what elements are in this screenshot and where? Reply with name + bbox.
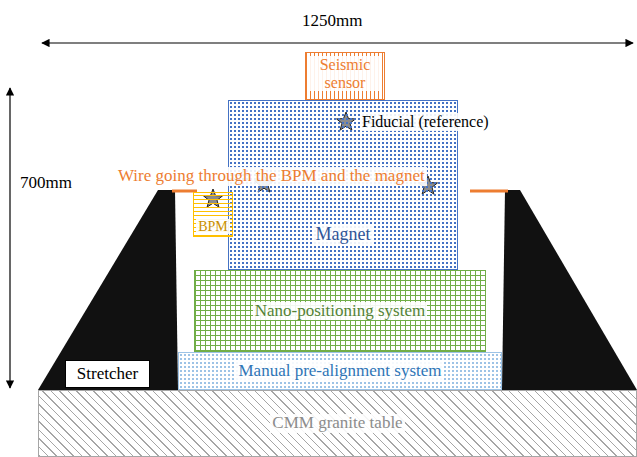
node-text: Stretcher (75, 365, 140, 384)
stretcher-label-box: Stretcher (65, 360, 150, 388)
node-text: Seismic sensor (308, 56, 382, 91)
nano-positioning-box: Nano-positioning system (194, 270, 486, 352)
width-dimension-arrow (42, 42, 633, 43)
fiducial-label: Fiducial (reference) (360, 113, 491, 131)
wire-right (470, 190, 508, 193)
node-text: Magnet (314, 225, 373, 245)
seismic-sensor-box: Seismic sensor (305, 52, 385, 100)
width-dimension: 1250mm (300, 12, 364, 31)
pre-alignment-box: Manual pre-alignment system (178, 352, 502, 390)
node-text: BPM (196, 219, 230, 234)
stretcher-left (38, 190, 178, 390)
bpm-box: BPM (193, 192, 233, 237)
height-dimension-arrow (9, 88, 10, 388)
node-text: Nano-positioning system (253, 302, 427, 321)
height-dimension: 700mm (18, 174, 74, 193)
stretcher-right (502, 190, 637, 390)
wire-label: Wire going through the BPM and the magne… (116, 167, 427, 186)
node-text: CMM granite table (270, 414, 404, 433)
granite-table: CMM granite table (38, 390, 637, 457)
node-text: Manual pre-alignment system (236, 362, 443, 381)
